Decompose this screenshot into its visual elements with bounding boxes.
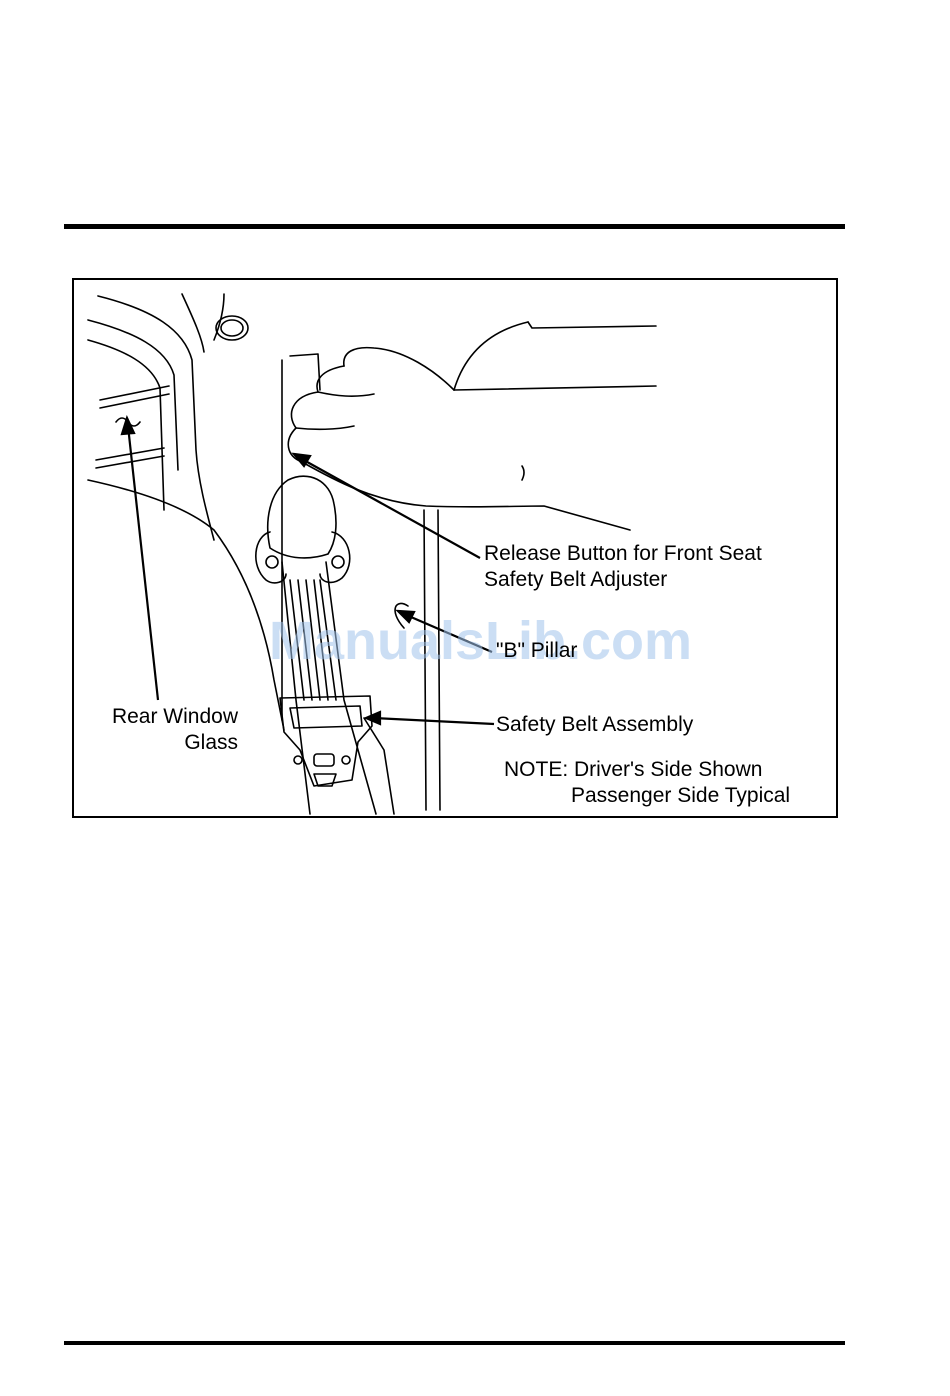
rear-window-callout-line2: Glass: [94, 730, 238, 756]
release-button-callout: Release Button for Front Seat Safety Bel…: [484, 541, 762, 593]
hand: [528, 322, 656, 328]
note-line2: Passenger Side Typical: [504, 783, 790, 809]
latch-plate: [280, 696, 372, 786]
watermark: ManualsLib.com: [269, 610, 692, 672]
release-callout-line2: Safety Belt Adjuster: [484, 567, 762, 593]
release-callout-line1: Release Button for Front Seat: [484, 541, 762, 567]
rear-window-callout: Rear Window Glass: [94, 704, 238, 756]
bottom-rule: [64, 1341, 845, 1345]
rear-window-frame: [98, 296, 214, 540]
note-callout: NOTE: Driver's Side Shown Passenger Side…: [504, 757, 790, 809]
belt-anchor: [268, 476, 336, 558]
top-rule: [64, 224, 845, 229]
release-leader: [300, 458, 480, 558]
safety-belt-figure: Release Button for Front Seat Safety Bel…: [72, 278, 838, 818]
b-pillar-callout: "B" Pillar: [496, 638, 577, 664]
rear-window-leader: [128, 426, 158, 700]
note-line1: NOTE: Driver's Side Shown: [504, 757, 790, 783]
rear-window-callout-line1: Rear Window: [94, 704, 238, 730]
belt-assembly-callout: Safety Belt Assembly: [496, 712, 693, 738]
belt-webbing: [282, 562, 310, 814]
belt-assembly-leader: [374, 718, 494, 724]
